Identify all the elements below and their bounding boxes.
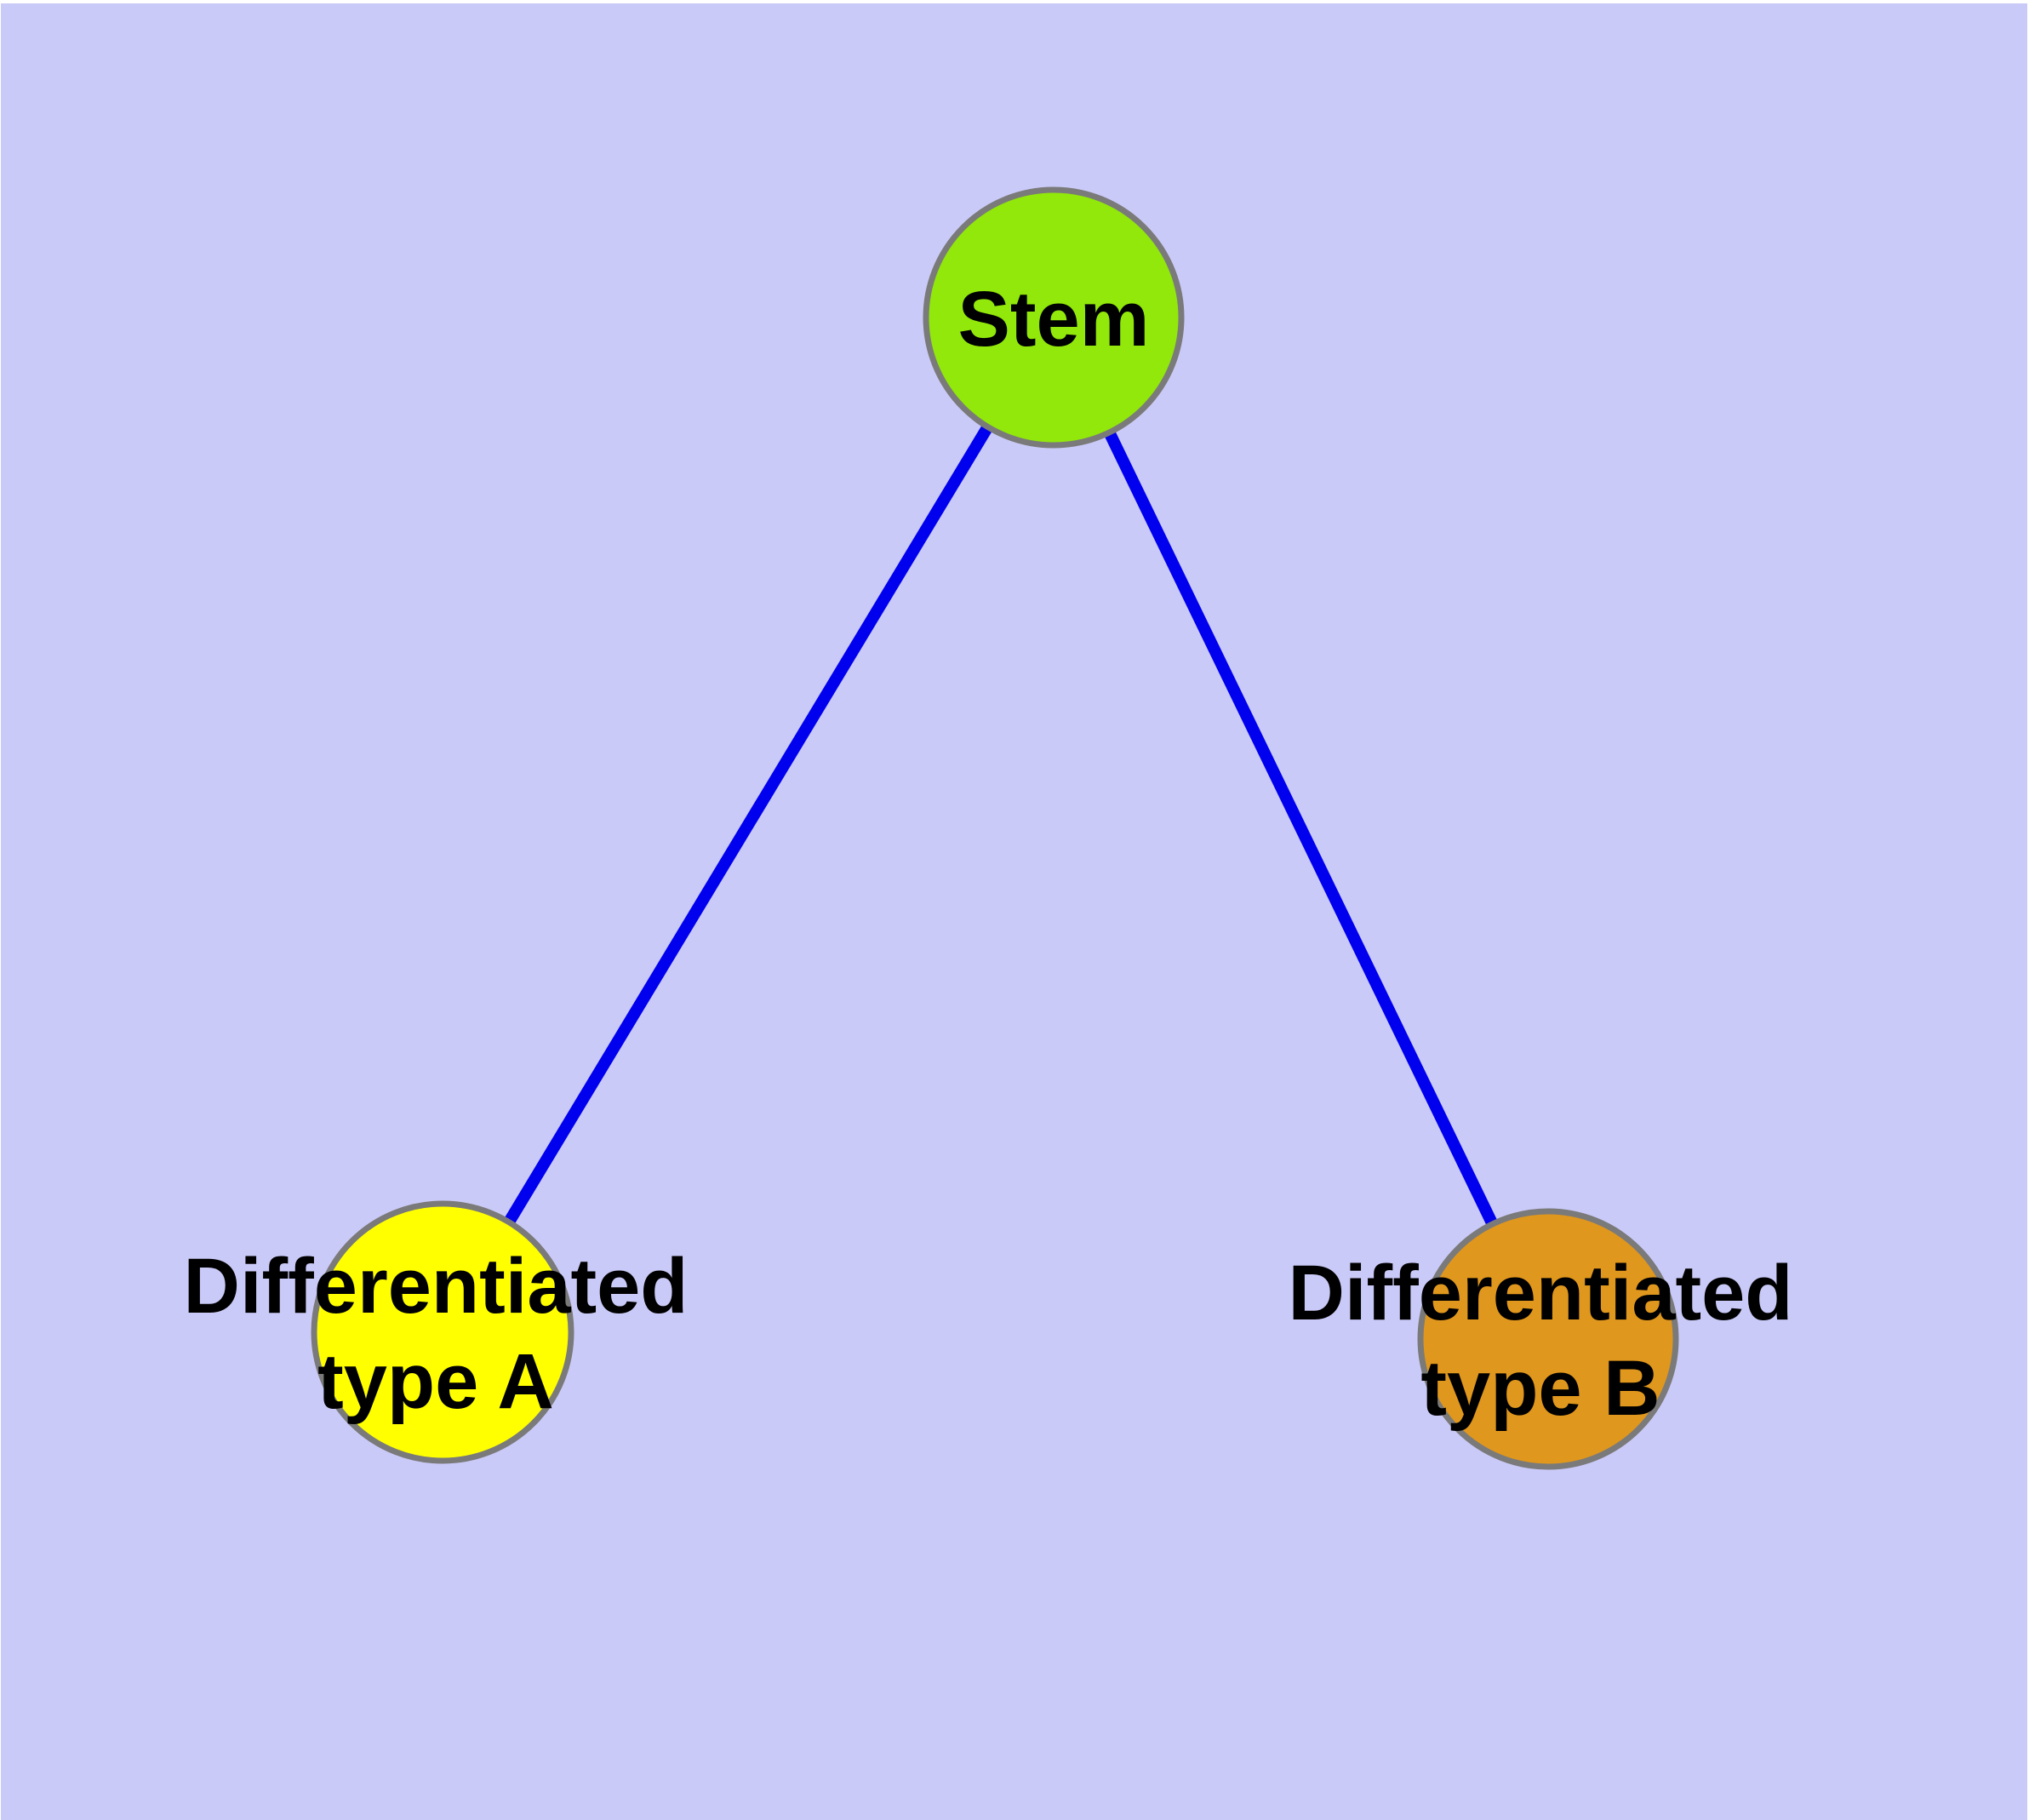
node-stem[interactable] <box>923 186 1185 449</box>
node-stem-label: Stem <box>958 272 1150 367</box>
node-stem-label-text: Stem <box>957 276 1150 363</box>
node-type-b-label-line1: Differentiated <box>1288 1250 1793 1336</box>
node-differentiated-type-b[interactable] <box>1417 1208 1679 1470</box>
node-differentiated-type-a[interactable] <box>311 1200 574 1464</box>
node-type-a-label-line2: type A <box>317 1338 554 1425</box>
node-type-a-label-line1: Differentiated <box>183 1243 689 1330</box>
edge-stem-to-type-b[interactable] <box>1048 314 1554 1342</box>
node-type-b-label: Differentiated type B <box>1289 1245 1793 1436</box>
node-type-a-label: Differentiated type A <box>184 1239 689 1429</box>
node-type-b-label-line2: type B <box>1420 1345 1660 1432</box>
edge-stem-to-type-a[interactable] <box>437 314 1059 1336</box>
